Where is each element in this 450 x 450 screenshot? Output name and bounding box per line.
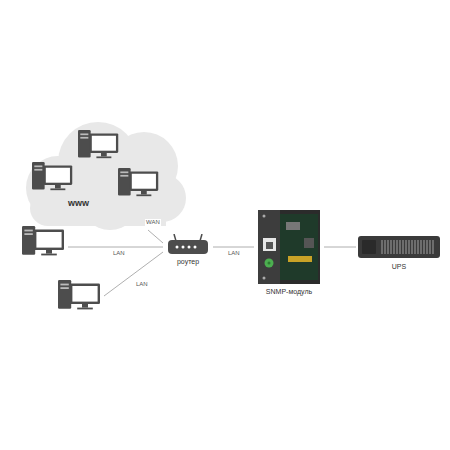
node-shape (163, 234, 213, 276)
lan-wire (104, 252, 163, 296)
cloud-label: www (18, 198, 188, 209)
ups-node: UPS (356, 234, 442, 278)
node-shape (18, 116, 188, 230)
device-label: SNMP-модуль (254, 288, 324, 296)
network-link (324, 247, 356, 248)
link-label: LAN (227, 250, 241, 257)
cloud-shape (26, 122, 186, 230)
computer-icon (32, 162, 72, 190)
router-icon (168, 234, 208, 254)
node-shape (356, 234, 442, 278)
cloud-node: www (18, 116, 188, 230)
link-label: WAN (145, 219, 161, 226)
link-label: LAN (135, 281, 149, 288)
computer-icon (78, 130, 118, 158)
computer-icon (58, 280, 100, 309)
device-label: UPS (356, 263, 442, 271)
computer-icon (22, 226, 64, 255)
link-label: LAN (112, 250, 126, 257)
snmp-card-icon (258, 210, 320, 284)
network-link (148, 230, 163, 243)
node-shape (254, 208, 324, 302)
router-node: роутер (163, 234, 213, 276)
snmp-module-node: SNMP-модуль (254, 208, 324, 302)
network-link (213, 247, 254, 248)
lan-wire (68, 247, 163, 248)
computer-icon (118, 168, 158, 196)
ups-icon (358, 236, 440, 258)
device-label: роутер (163, 258, 213, 266)
